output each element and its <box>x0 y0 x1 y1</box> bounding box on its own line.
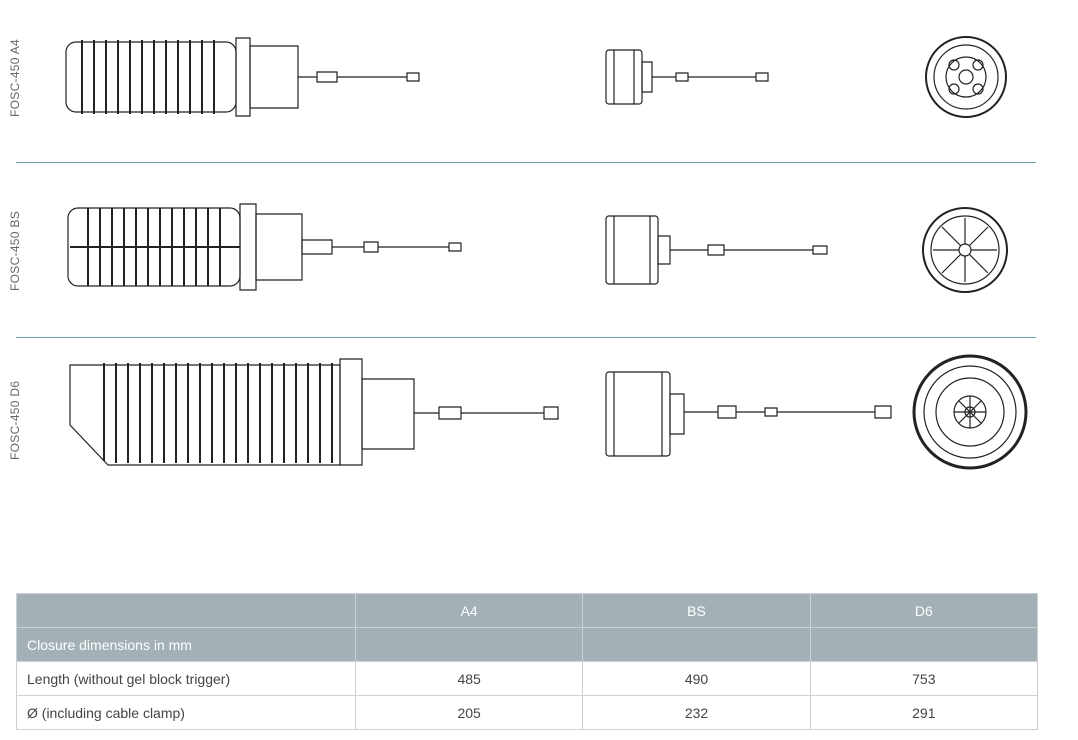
dimensions-table: A4 BS D6 Closure dimensions in mm Length… <box>16 593 1039 730</box>
table-header-d6: D6 <box>809 593 1039 628</box>
row-label: Length (without gel block trigger) <box>16 661 356 696</box>
cell-a4: 205 <box>354 695 584 730</box>
d6-end-view <box>912 354 1028 470</box>
table-header-row: A4 BS D6 <box>16 593 1039 628</box>
table-row: Length (without gel block trigger) 485 4… <box>16 661 1039 696</box>
a4-top-view <box>596 42 786 112</box>
d6-top-view <box>600 368 900 463</box>
row-label: Ø (including cable clamp) <box>16 695 356 730</box>
cell-d6: 291 <box>809 695 1039 730</box>
bs-side-view <box>64 200 474 295</box>
row-label-bs: FOSC-450 BS <box>8 211 22 291</box>
divider-2 <box>16 337 1036 338</box>
section-cell <box>354 627 584 662</box>
row-label-d6: FOSC-450 D6 <box>8 380 22 460</box>
section-cell <box>582 627 811 662</box>
table-header-bs: BS <box>582 593 811 628</box>
bs-top-view <box>598 210 838 290</box>
a4-end-view <box>924 35 1008 119</box>
cell-bs: 490 <box>582 661 811 696</box>
divider-1 <box>16 162 1036 163</box>
cell-a4: 485 <box>354 661 584 696</box>
row-label-a4: FOSC-450 A4 <box>8 38 22 117</box>
cell-bs: 232 <box>582 695 811 730</box>
table-section-row: Closure dimensions in mm <box>16 627 1039 662</box>
table-header-empty <box>16 593 356 628</box>
d6-side-view <box>64 355 564 470</box>
table-header-a4: A4 <box>354 593 584 628</box>
section-cell <box>809 627 1039 662</box>
bs-end-view <box>920 205 1010 295</box>
cell-d6: 753 <box>809 661 1039 696</box>
section-label: Closure dimensions in mm <box>16 627 356 662</box>
a4-side-view <box>62 32 442 122</box>
table-row: Ø (including cable clamp) 205 232 291 <box>16 695 1039 730</box>
